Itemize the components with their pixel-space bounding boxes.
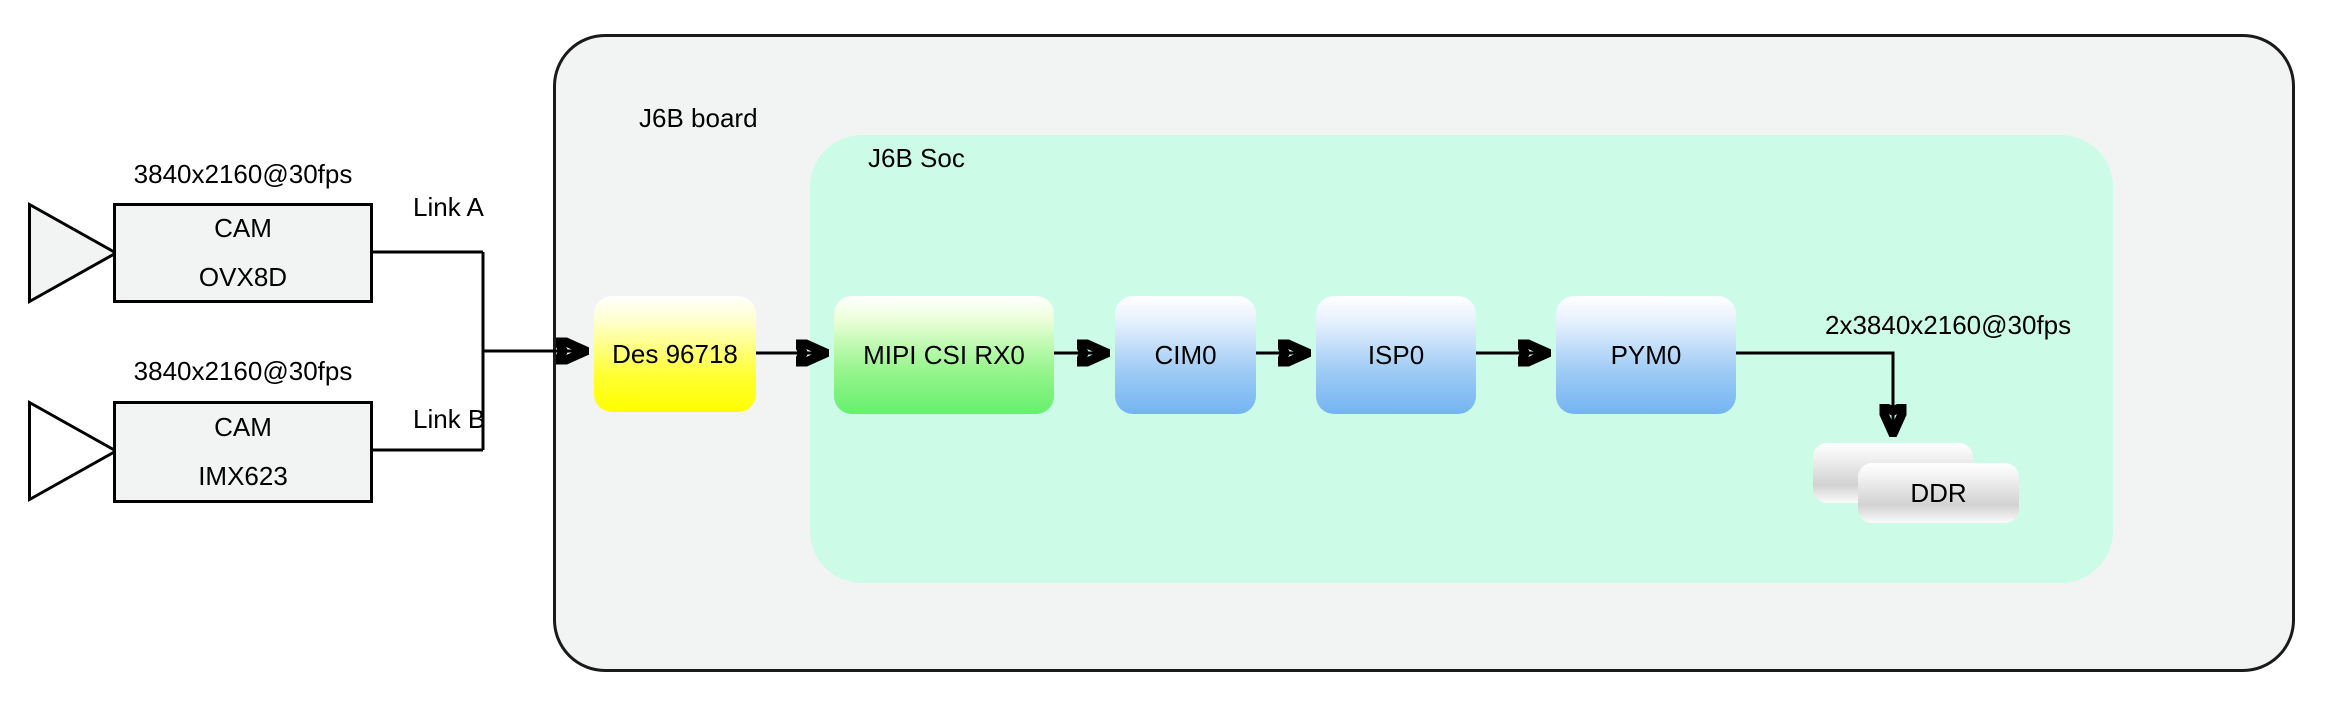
camera-1-box: CAM OVX8D: [113, 203, 373, 303]
block-isp0: ISP0: [1316, 296, 1476, 414]
camera-1-title: CAM: [214, 212, 272, 243]
camera-2-box: CAM IMX623: [113, 401, 373, 503]
output-rate-label: 2x3840x2160@30fps: [1825, 310, 2072, 340]
block-des-96718: Des 96718: [594, 296, 756, 412]
camera-1-rate-label: 3840x2160@30fps: [133, 159, 353, 189]
block-cim0: CIM0: [1115, 296, 1256, 414]
block-mipi-csi-rx0: MIPI CSI RX0: [834, 296, 1054, 414]
link-a-label: Link A: [413, 192, 484, 222]
j6b-soc-label: J6B Soc: [868, 143, 965, 173]
camera-1-model: OVX8D: [198, 262, 288, 292]
block-pym0: PYM0: [1556, 296, 1736, 414]
ddr-label: DDR: [1910, 477, 1967, 508]
camera-2-rate-label: 3840x2160@30fps: [133, 356, 353, 386]
ddr-card-front: DDR: [1858, 463, 2019, 523]
camera-2-model: IMX623: [198, 461, 288, 491]
j6b-board-label: J6B board: [639, 103, 758, 133]
link-b-label: Link B: [413, 404, 486, 434]
block-pym0-label: PYM0: [1610, 339, 1682, 370]
block-des-96718-label: Des 96718: [612, 338, 738, 369]
block-isp0-label: ISP0: [1367, 339, 1425, 370]
camera-2-title: CAM: [214, 411, 272, 442]
block-mipi-csi-rx0-label: MIPI CSI RX0: [863, 339, 1025, 370]
block-cim0-label: CIM0: [1154, 339, 1217, 370]
